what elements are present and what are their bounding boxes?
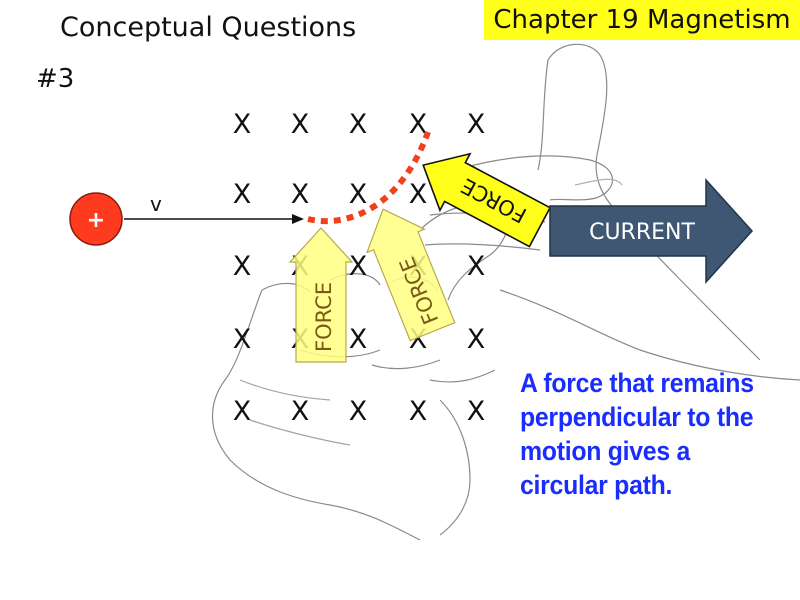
chapter-banner: Chapter 19 Magnetism — [484, 0, 800, 40]
force-arrow-1-label: FORCE — [312, 282, 336, 352]
force-arrow-3: FORCE — [422, 152, 552, 248]
right-hand-sketch — [424, 43, 800, 381]
field-x-mark: X — [233, 109, 252, 140]
field-x-mark: X — [291, 179, 310, 210]
force-arrow-2-shape — [365, 208, 456, 342]
field-x-mark: X — [409, 396, 428, 427]
field-x-mark: X — [349, 396, 368, 427]
question-number: #3 — [36, 64, 75, 94]
slide-title: Conceptual Questions — [60, 12, 357, 43]
current-arrow-shape — [549, 178, 754, 284]
field-x-mark: X — [349, 109, 368, 140]
velocity-arrowhead — [292, 214, 304, 224]
force-arrow-1-shape — [288, 227, 354, 363]
field-x-mark: X — [349, 324, 368, 355]
positive-charge: + — [69, 192, 123, 246]
charge-label: + — [87, 208, 105, 233]
field-x-mark: X — [349, 251, 368, 282]
velocity-vector: v — [124, 192, 304, 224]
field-x-mark: X — [467, 396, 486, 427]
field-x-mark: X — [233, 251, 252, 282]
field-x-mark: X — [467, 109, 486, 140]
field-x-mark: X — [409, 179, 428, 210]
field-x-mark: X — [409, 109, 428, 140]
force-arrow-1: FORCE — [288, 227, 354, 363]
charge-circle — [69, 192, 123, 246]
field-x-mark: X — [467, 251, 486, 282]
magnetic-field-grid: XXXXXXXXXXXXXXXXXXXXXXXXX — [233, 109, 486, 427]
field-x-mark: X — [233, 324, 252, 355]
field-x-mark: X — [291, 109, 310, 140]
caption-text: A force that remains perpendicular to th… — [520, 368, 754, 500]
force-arrow-2: FORCE — [365, 208, 456, 342]
field-x-mark: X — [233, 179, 252, 210]
current-arrow: CURRENT — [549, 178, 754, 284]
circular-path — [307, 130, 431, 225]
field-x-mark: X — [233, 396, 252, 427]
field-x-mark: X — [467, 324, 486, 355]
current-arrow-label: CURRENT — [589, 220, 695, 245]
field-x-mark: X — [349, 179, 368, 210]
velocity-label: v — [150, 192, 162, 216]
field-x-mark: X — [291, 396, 310, 427]
force-arrow-3-shape — [422, 152, 552, 248]
